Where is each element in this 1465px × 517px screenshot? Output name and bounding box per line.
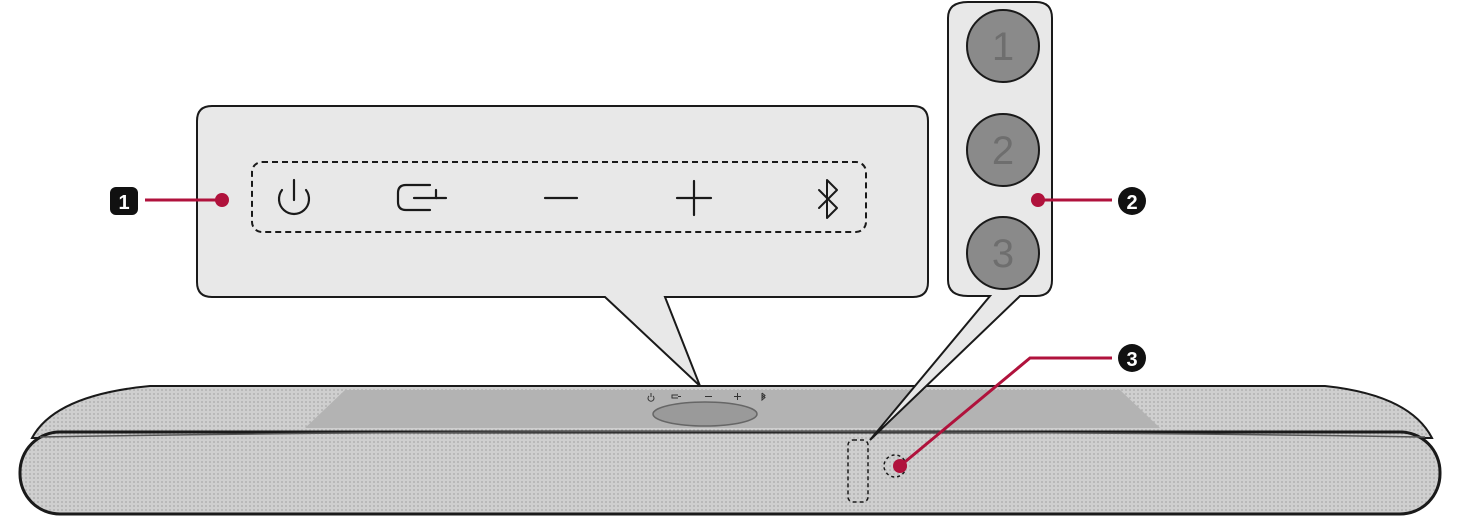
- volume-up-icon[interactable]: [675, 179, 713, 217]
- soundbar: [18, 385, 1442, 516]
- mini-function-icon: [671, 394, 681, 399]
- led-indicator-1: [966, 9, 1040, 83]
- callout-1-number: 1: [118, 192, 129, 214]
- volume-dial[interactable]: [652, 401, 758, 427]
- callout-led-indicators: 1 2 3 2: [869, 1, 1146, 441]
- led-indicator-1-label: 1: [992, 25, 1014, 69]
- soundbar-front-grille: [18, 430, 1442, 516]
- callout-1-dot: [215, 193, 229, 207]
- callout-3-number: 3: [1126, 349, 1137, 371]
- callout-2-number: 2: [1126, 192, 1137, 214]
- callout-3-leader: [899, 356, 1112, 468]
- callout-button-panel: 1: [110, 105, 929, 387]
- callout-1-marker: [110, 187, 138, 215]
- led-indicator-2-label: 2: [992, 129, 1014, 173]
- led-indicator-3: [966, 216, 1040, 290]
- function-icon[interactable]: [396, 183, 448, 212]
- bluetooth-icon[interactable]: [818, 179, 838, 219]
- callout-2-bubble: [869, 1, 1053, 441]
- button-panel-outline: [251, 161, 867, 233]
- led-indicator-3-label: 3: [992, 232, 1014, 276]
- mini-bluetooth-icon: [761, 392, 766, 402]
- callout-3-marker: [1118, 344, 1146, 372]
- led-window: [847, 439, 869, 503]
- callout-2-marker: [1118, 187, 1146, 215]
- callout-1-bubble: [196, 105, 929, 387]
- soundbar-mini-buttons: [647, 392, 766, 402]
- power-icon[interactable]: [277, 178, 311, 216]
- callout-3-dot: [893, 459, 907, 473]
- mini-power-icon: [647, 393, 655, 402]
- callout-remote-sensor: 3: [893, 344, 1146, 473]
- mini-volume-up-icon: [734, 393, 741, 400]
- led-indicator-2: [966, 113, 1040, 187]
